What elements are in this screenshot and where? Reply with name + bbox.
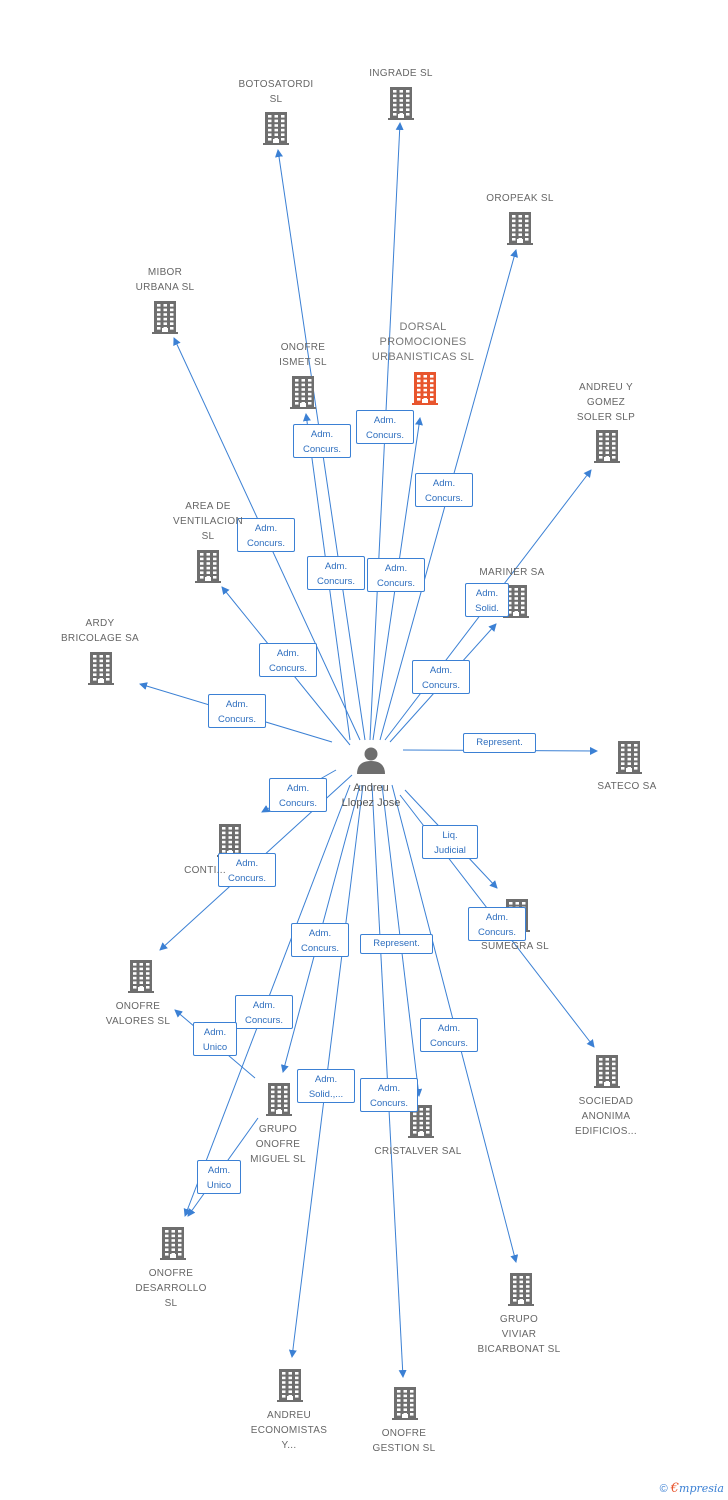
building-icon-sateco[interactable]: [616, 741, 642, 774]
company-label-onofre-gestion[interactable]: ONOFRE GESTION SL: [372, 1428, 436, 1454]
building-icon-andreu-economistas[interactable]: [277, 1369, 303, 1402]
building-icon-mariner[interactable]: [503, 585, 529, 618]
company-label-ingrade[interactable]: INGRADE SL: [369, 68, 433, 79]
brand-name: mpresia: [679, 1482, 724, 1495]
company-label-conti[interactable]: CONTI...: [184, 865, 226, 876]
relation-label-desarrollo-unico[interactable]: Adm. Unico: [197, 1160, 241, 1194]
relation-label-sateco[interactable]: Represent.: [463, 733, 536, 753]
relation-label-cristalver[interactable]: Represent.: [360, 934, 433, 954]
building-icon-onofre-ismet[interactable]: [290, 376, 316, 409]
building-icon-andreu-gomez[interactable]: [594, 430, 620, 463]
relation-label-onofre-gestion[interactable]: Adm. Concurs.: [360, 1078, 418, 1112]
company-label-sateco[interactable]: SATECO SA: [597, 781, 657, 792]
copyright-icon: ©: [659, 1483, 668, 1495]
company-label-grupo-onofre[interactable]: GRUPO ONOFRE MIGUEL SL: [250, 1124, 306, 1165]
relation-label-onofre-valores[interactable]: Adm. Concurs.: [218, 853, 276, 887]
company-label-cristalver[interactable]: CRISTALVER SAL: [374, 1146, 462, 1157]
building-icon-onofre-gestion[interactable]: [392, 1387, 418, 1420]
company-label-onofre-desarrollo[interactable]: ONOFRE DESARROLLO SL: [135, 1268, 207, 1309]
company-label-dorsal[interactable]: DORSAL PROMOCIONES URBANISTICAS SL: [371, 321, 475, 363]
company-label-mibor[interactable]: MIBOR URBANA SL: [135, 267, 195, 293]
company-label-botosatordi[interactable]: BOTOSATORDI SL: [238, 79, 314, 105]
company-label-andreu-gomez[interactable]: ANDREU Y GOMEZ SOLER SLP: [576, 382, 636, 423]
building-icon-sociedad[interactable]: [594, 1055, 620, 1088]
relation-label-andreu-gomez[interactable]: Adm. Solid.: [465, 583, 509, 617]
brand-initial: €: [670, 1481, 680, 1496]
company-label-onofre-valores[interactable]: ONOFRE VALORES SL: [105, 1001, 171, 1027]
building-icon-onofre-valores[interactable]: [128, 960, 154, 993]
company-label-onofre-ismet[interactable]: ONOFRE ISMET SL: [279, 342, 327, 368]
company-label-sumegra[interactable]: SUMEGRA SL: [480, 941, 550, 952]
company-label-grupo-viviar[interactable]: GRUPO VIVIAR BICARBONAT SL: [477, 1314, 561, 1355]
building-icon-area[interactable]: [195, 550, 221, 583]
relation-label-ardy[interactable]: Adm. Concurs.: [208, 694, 266, 728]
company-label-ardy[interactable]: ARDY BRICOLAGE SA: [60, 618, 140, 644]
building-icon-ardy[interactable]: [88, 652, 114, 685]
person-icon[interactable]: [357, 747, 385, 775]
building-icon-ingrade[interactable]: [388, 87, 414, 120]
company-label-andreu-economistas[interactable]: ANDREU ECONOMISTAS Y...: [250, 1410, 328, 1451]
relation-label-valores-unico[interactable]: Adm. Unico: [193, 1022, 237, 1056]
relation-label-area[interactable]: Adm. Concurs.: [259, 643, 317, 677]
relation-label-onofre-ismet[interactable]: Adm. Concurs.: [293, 424, 351, 458]
building-icon-mibor[interactable]: [152, 301, 178, 334]
building-icon-grupo-viviar[interactable]: [508, 1273, 534, 1306]
relation-label-sumegra[interactable]: Liq. Judicial: [422, 825, 478, 859]
relation-label-oropeak[interactable]: Adm. Concurs.: [415, 473, 473, 507]
company-label-oropeak[interactable]: OROPEAK SL: [486, 193, 554, 204]
relation-label-botosatordi[interactable]: Adm. Concurs.: [307, 556, 365, 590]
relation-label-dorsal[interactable]: Adm. Concurs.: [356, 410, 414, 444]
company-label-area[interactable]: AREA DE VENTILACION SL: [173, 501, 243, 542]
center-person-label[interactable]: Andreu Llopez Jose: [341, 782, 401, 809]
relation-label-mariner[interactable]: Adm. Concurs.: [412, 660, 470, 694]
building-icon-grupo-onofre[interactable]: [266, 1083, 292, 1116]
relation-label-grupo-viviar[interactable]: Adm. Concurs.: [420, 1018, 478, 1052]
relation-label-mibor[interactable]: Adm. Concurs.: [237, 518, 295, 552]
footer-brand: © €mpresia: [660, 1481, 724, 1496]
company-label-mariner[interactable]: MARINER SA: [479, 567, 545, 578]
building-icon-oropeak[interactable]: [507, 212, 533, 245]
building-icon-botosatordi[interactable]: [263, 112, 289, 145]
building-icon-cristalver[interactable]: [408, 1105, 434, 1138]
relation-label-sociedad[interactable]: Adm. Concurs.: [468, 907, 526, 941]
building-icon-onofre-desarrollo[interactable]: [160, 1227, 186, 1260]
building-icon-dorsal[interactable]: [412, 372, 438, 405]
relation-label-andreu-economistas[interactable]: Adm. Solid.,...: [297, 1069, 355, 1103]
relation-label-ingrade[interactable]: Adm. Concurs.: [367, 558, 425, 592]
relation-label-onofre-desarrollo[interactable]: Adm. Concurs.: [235, 995, 293, 1029]
company-label-sociedad[interactable]: SOCIEDAD ANONIMA EDIFICIOS...: [575, 1096, 637, 1137]
relation-label-conti[interactable]: Adm. Concurs.: [269, 778, 327, 812]
relation-label-grupo-onofre[interactable]: Adm. Concurs.: [291, 923, 349, 957]
